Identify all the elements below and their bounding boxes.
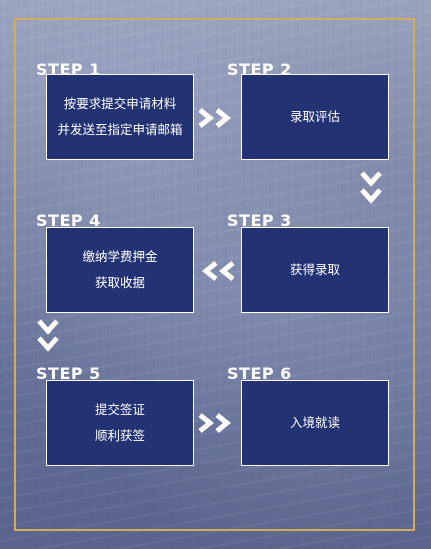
step-3-box: 获得录取 — [241, 227, 389, 313]
step-6-box: 入境就读 — [241, 380, 389, 466]
chevron-down-icon — [37, 319, 59, 352]
step-5-box: 提交签证 顺利获签 — [46, 380, 194, 466]
step-4-box: 缴纳学费押金 获取收据 — [46, 227, 194, 313]
step-3-line-1: 获得录取 — [289, 262, 340, 277]
step-4-line-2: 获取收据 — [94, 275, 145, 290]
step-4-label: STEP 4 — [36, 211, 101, 230]
gold-frame — [14, 18, 415, 531]
step-5-label: STEP 5 — [36, 364, 101, 383]
step-5-line-1: 提交签证 — [94, 402, 145, 417]
step-6-line-1: 入境就读 — [289, 415, 340, 430]
step-3-label: STEP 3 — [227, 211, 292, 230]
step-4-line-1: 缴纳学费押金 — [82, 249, 158, 264]
step-1-line-1: 按要求提交申请材料 — [63, 96, 177, 111]
chevron-down-icon — [360, 171, 382, 204]
step-5-line-2: 顺利获签 — [94, 428, 145, 443]
step-2-line-1: 录取评估 — [289, 109, 340, 124]
chevron-right-icon — [198, 108, 232, 128]
step-1-box: 按要求提交申请材料 并发送至指定申请邮箱 — [46, 74, 194, 160]
chevron-right-icon — [198, 413, 232, 433]
step-6-label: STEP 6 — [227, 364, 292, 383]
step-1-line-2: 并发送至指定申请邮箱 — [57, 122, 183, 137]
step-2-box: 录取评估 — [241, 74, 389, 160]
chevron-left-icon — [201, 261, 235, 281]
